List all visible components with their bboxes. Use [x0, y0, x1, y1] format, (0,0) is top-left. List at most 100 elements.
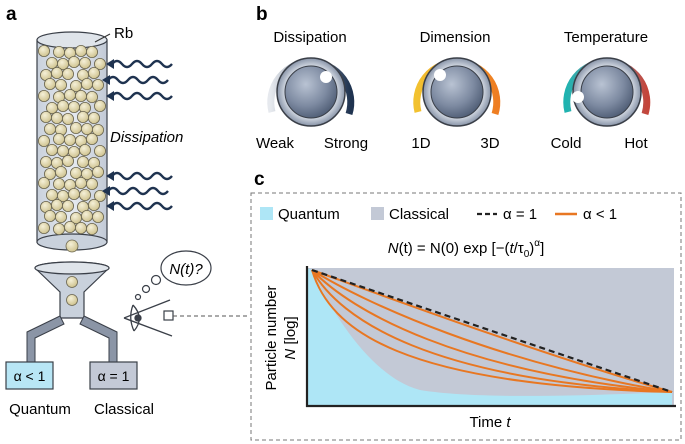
rb-atom [79, 143, 92, 156]
knob-dissipation-right: Strong [324, 135, 368, 152]
rb-atom [88, 198, 101, 211]
x-axis-label: Time t [469, 414, 511, 431]
rb-atom [86, 177, 99, 190]
legend-classical-swatch [371, 207, 384, 220]
decay-formula: N(t) = N(0) exp [−(t/τ0)α] [388, 238, 545, 260]
rb-atom [53, 46, 66, 59]
rb-atom [46, 57, 59, 70]
rb-atom [38, 90, 51, 103]
rb-atom [75, 221, 88, 234]
rb-atom [62, 68, 75, 81]
rb-atom [94, 58, 107, 71]
rb-atom [64, 220, 77, 233]
alpha-1-line [311, 268, 673, 394]
rb-atom [94, 100, 107, 113]
funnel [34, 261, 110, 319]
panel-b-label: b [256, 4, 268, 25]
rb-atom [81, 78, 94, 91]
alpha-lt1-curve [311, 269, 673, 393]
rb-atom [81, 123, 94, 136]
alpha-lt1-curve [311, 269, 673, 393]
rb-atom [62, 113, 75, 126]
rb-atom [77, 111, 90, 124]
panel-c-frame [250, 192, 682, 441]
photon-arrows-top [107, 59, 173, 101]
rb-atom [51, 67, 64, 80]
rb-atom [70, 122, 83, 135]
rb-atom [92, 165, 105, 178]
rb-label: Rb [114, 25, 133, 42]
rb-atom [77, 155, 90, 168]
observation-window [163, 310, 174, 321]
quantum-caption: Quantum [9, 401, 71, 418]
photon-arrows-bottom [107, 171, 173, 211]
rb-atom [79, 57, 92, 70]
rb-atom [75, 176, 88, 189]
rb-atom [92, 210, 105, 223]
rb-atom [40, 155, 53, 168]
arrow-heads-top [102, 59, 114, 101]
rb-atom [94, 189, 107, 202]
knob-dimension-right: 3D [480, 135, 499, 152]
panel-c-label: c [254, 169, 265, 190]
quantum-alpha-label: α < 1 [14, 368, 46, 384]
rb-atom [46, 143, 59, 156]
observer-eye-icon [123, 299, 173, 337]
rb-atom [68, 187, 81, 200]
legend-quantum-label: Quantum [278, 206, 340, 223]
rb-atom [75, 45, 88, 58]
rb-atom [86, 46, 99, 59]
alpha-lt1-curve [311, 269, 673, 393]
rb-atom [75, 90, 88, 103]
rb-atom [51, 198, 64, 211]
rb-atom [57, 100, 70, 113]
panel-a-label: a [6, 4, 17, 25]
rb-atom [92, 124, 105, 137]
legend-classical-label: Classical [389, 206, 449, 223]
rb-atom [62, 154, 75, 167]
dimension-indicator [434, 69, 446, 81]
rb-atom [38, 221, 51, 234]
rb-atom [53, 132, 66, 145]
quantum-box [5, 361, 54, 390]
y-axis-label-2: N [log] [282, 316, 299, 359]
rb-atom [88, 112, 101, 125]
rb-atom [38, 176, 51, 189]
rb-atom [55, 165, 68, 178]
rb-atom [64, 133, 77, 146]
rb-atoms [38, 45, 107, 235]
rb-atom [55, 79, 68, 92]
rb-atom [44, 123, 57, 136]
knob-temperature-title: Temperature [564, 29, 648, 46]
rb-atom [88, 67, 101, 80]
knob-dissipation-left: Weak [256, 135, 295, 152]
rb-atom [38, 45, 51, 58]
y-axis-label-1: Particle number [263, 285, 280, 390]
rb-atom [53, 222, 66, 235]
rb-atom [64, 89, 77, 102]
rb-atom [62, 199, 75, 212]
thought-text: N(t)? [169, 261, 203, 278]
knob-temperature-right: Hot [624, 135, 648, 152]
arrow-heads-bottom [102, 171, 114, 211]
classical-box [89, 361, 138, 390]
rb-atom [94, 144, 107, 157]
knob-dissipation-title: Dissipation [273, 29, 346, 46]
rb-atom [51, 112, 64, 125]
quantum-region [307, 268, 672, 406]
rb-atom [86, 132, 99, 145]
thought-bubble [134, 250, 212, 301]
knob-temperature-left: Cold [551, 135, 582, 152]
falling-atom [65, 239, 79, 253]
rb-atom [53, 177, 66, 190]
rb-atom [68, 101, 81, 114]
rb-atom [44, 78, 57, 91]
rb-atom [86, 222, 99, 235]
legend-alphalt1-label: α < 1 [583, 206, 617, 223]
dissipation-caption: Dissipation [110, 129, 183, 146]
rb-atom [57, 144, 70, 157]
rb-atom [38, 134, 51, 147]
temperature-knob-face [580, 65, 634, 119]
rb-atom [44, 209, 57, 222]
